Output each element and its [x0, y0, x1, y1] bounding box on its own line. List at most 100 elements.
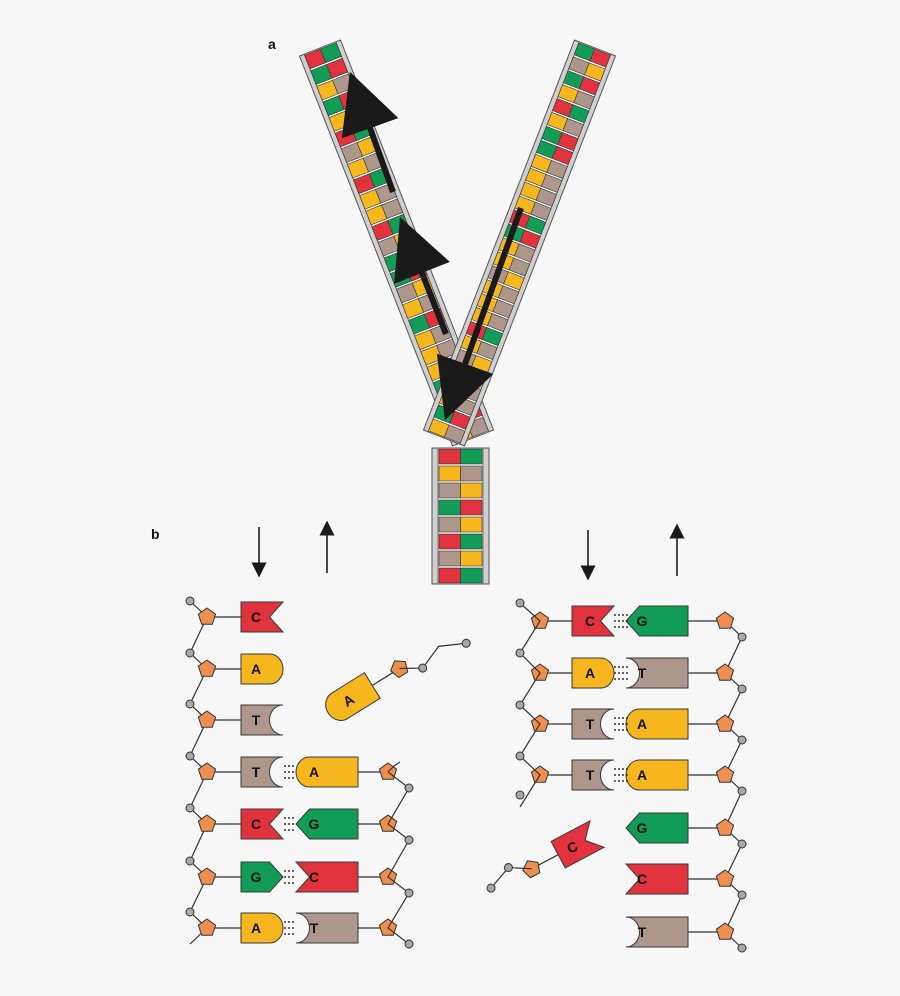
- sugar-pentagon: [530, 765, 550, 783]
- fork-base-complement: [535, 187, 557, 207]
- stem-base: [438, 499, 461, 516]
- base-pair: [568, 56, 606, 82]
- A-nucleotide: [240, 653, 284, 685]
- stem-base: [438, 550, 461, 567]
- fork-base-complement: [319, 42, 342, 64]
- fork-base-complement: [487, 313, 509, 333]
- sugar-base-link: [536, 854, 559, 867]
- stem-base: [438, 516, 461, 533]
- base-letter: T: [638, 665, 647, 681]
- phosphate-circle: [737, 735, 747, 745]
- sugar-pentagon: [390, 660, 409, 679]
- sugar-pentagon: [530, 714, 550, 732]
- sugar-pentagon: [715, 611, 735, 629]
- base-letter: T: [252, 764, 261, 780]
- fork-right-arm: [422, 39, 617, 447]
- base-pair: [557, 84, 595, 110]
- stem-base-complement: [460, 567, 483, 584]
- base-letter: C: [585, 613, 595, 629]
- phosphate-circle: [185, 596, 195, 606]
- fork-base-complement: [546, 159, 568, 179]
- base-pair: [530, 153, 568, 179]
- base-letter: C: [309, 869, 319, 885]
- A-nucleotide: [571, 657, 615, 689]
- fork-base-complement: [503, 271, 525, 291]
- okazaki-fragment-arrow: [394, 217, 450, 336]
- fork-base-complement: [562, 118, 584, 138]
- T-nucleotide: [625, 916, 689, 948]
- T-nucleotide: [571, 759, 615, 791]
- base-letter: A: [637, 767, 647, 783]
- base-letter: A: [251, 920, 261, 936]
- direction-arrows: [251, 520, 685, 581]
- phosphate-circle: [737, 684, 747, 694]
- base-pair: [541, 125, 579, 152]
- free-nucleotide-C: C: [486, 819, 606, 893]
- sugar-pentagon: [715, 663, 735, 681]
- sugar-base-link: [371, 671, 395, 686]
- fork-base-complement: [578, 76, 601, 96]
- stem-base-complement: [460, 448, 483, 465]
- fork-base-complement: [557, 132, 579, 152]
- panel-label-a: a: [268, 36, 276, 52]
- sugar-pentagon: [715, 869, 735, 887]
- base-letter: T: [310, 920, 319, 936]
- phosphate-circle: [737, 890, 747, 900]
- fork-base-complement: [584, 62, 606, 82]
- A-nucleotide: [625, 759, 689, 791]
- phosphate-circle: [185, 856, 195, 866]
- stem-base: [438, 482, 461, 499]
- fork-base-complement: [514, 243, 536, 263]
- C-nucleotide: [240, 601, 285, 633]
- phosphate-circle: [515, 790, 525, 800]
- C-nucleotide: [240, 808, 285, 840]
- phosphate-circle: [404, 939, 414, 949]
- sugar-pentagon: [197, 918, 217, 936]
- fork-base-complement: [568, 104, 590, 124]
- base-letter: G: [309, 816, 320, 832]
- T-nucleotide: [240, 704, 284, 736]
- A-nucleotide: [625, 708, 689, 740]
- phosphate-circle: [737, 839, 747, 849]
- phosphate-circle: [515, 598, 525, 608]
- phosphate-circle: [185, 803, 195, 813]
- sugar-pentagon: [715, 818, 735, 836]
- phosphate-circle: [503, 863, 513, 873]
- phosphate-circle: [185, 907, 195, 917]
- A-nucleotide: [325, 672, 381, 721]
- phosphate-circle: [486, 883, 496, 893]
- replication-fork: [298, 39, 617, 585]
- base-letter: G: [637, 820, 648, 836]
- C-nucleotide: [624, 863, 689, 895]
- stem-base: [438, 533, 461, 550]
- sugar-pentagon: [197, 814, 217, 832]
- base-letter: C: [637, 871, 647, 887]
- fork-base-complement: [492, 299, 514, 319]
- stem-base: [438, 448, 461, 465]
- base-pair: [304, 42, 342, 70]
- C-nucleotide: [571, 605, 616, 637]
- fork-base-complement: [541, 173, 563, 193]
- T-nucleotide: [240, 756, 284, 788]
- base-letter: T: [586, 767, 595, 783]
- base-letter: T: [586, 716, 595, 732]
- phosphate-circle: [737, 632, 747, 642]
- base-letter: A: [309, 764, 319, 780]
- base-letter: T: [252, 712, 261, 728]
- phosphate-circle: [737, 943, 747, 953]
- stem-base-complement: [460, 550, 483, 567]
- base-pair: [546, 112, 584, 138]
- sugar-pentagon: [197, 710, 217, 728]
- stem-base-complement: [460, 482, 483, 499]
- fork-arrows: [341, 71, 524, 421]
- A-nucleotide: [240, 912, 284, 944]
- fork-base-complement: [381, 198, 404, 220]
- base-pair: [428, 418, 466, 444]
- lagging-strand-arrow: [436, 206, 524, 421]
- fork-base-complement: [589, 48, 611, 68]
- G-nucleotide: [625, 812, 689, 844]
- phosphate-circle: [515, 700, 525, 710]
- T-nucleotide: [571, 708, 615, 740]
